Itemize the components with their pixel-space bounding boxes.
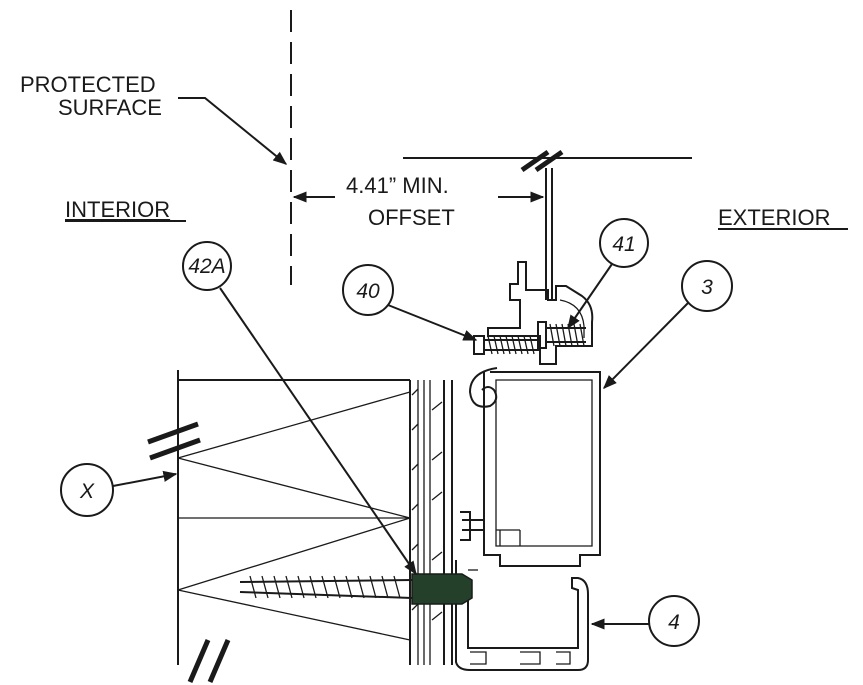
callout-x-text: X	[79, 480, 95, 503]
frame-web-detail	[499, 530, 521, 546]
protected-surface-leader	[178, 97, 288, 165]
break-mark-bottom-b	[207, 639, 231, 683]
callout-4-text: 4	[668, 611, 680, 634]
substrate-diag-3	[177, 517, 411, 591]
substrate-diag-1	[177, 457, 411, 519]
anchor-threads	[249, 575, 401, 599]
wall-substrate	[177, 370, 411, 665]
callout-42a-bubble	[182, 241, 232, 291]
substrate-diag-4	[177, 589, 411, 641]
screw-40-head	[473, 335, 485, 355]
callout-3-text: 3	[701, 276, 713, 299]
main-frame-inner-wall	[495, 379, 593, 547]
protected-surface-label-line1: PROTECTED	[20, 72, 156, 97]
break-mark-bottom-a	[187, 639, 211, 683]
panel-plies	[409, 380, 453, 665]
callout-3-bubble	[681, 260, 733, 312]
screw-40-threads	[487, 335, 535, 355]
protected-surface-label-line2: SURFACE	[58, 95, 162, 120]
ply-hatching	[411, 388, 443, 621]
exterior-label: EXTERIOR	[718, 205, 830, 230]
callout-41-text: 41	[612, 233, 635, 256]
callout-3-leader	[603, 302, 689, 389]
break-mark-top-a	[520, 149, 550, 173]
screw-40	[473, 335, 540, 355]
bead-inner-curve	[559, 299, 585, 338]
callout-x-leader	[112, 470, 178, 487]
sill-extrusion-legs	[470, 651, 571, 665]
anchor-screw-42a	[239, 573, 473, 605]
callout-41-bubble	[599, 218, 649, 268]
anchor-shank-bottom	[239, 591, 413, 599]
screw-41	[537, 321, 586, 349]
break-mark-left-b	[149, 437, 201, 461]
setting-clip	[460, 511, 484, 541]
substrate-diag-2	[177, 391, 411, 459]
callout-42a-leader	[219, 287, 417, 576]
offset-label-line1: 4.41” MIN.	[346, 173, 449, 198]
callout-40-leader	[387, 304, 478, 341]
anchor-shank-top	[239, 579, 413, 583]
interior-label: INTERIOR	[65, 197, 170, 222]
glazing-bead-extrusion	[487, 261, 594, 365]
anchor-screw-head	[411, 573, 473, 605]
callout-41-leader	[567, 263, 613, 330]
callout-40-bubble	[342, 264, 394, 316]
sill-extrusion	[455, 560, 589, 671]
break-mark-top-b	[534, 149, 564, 173]
offset-label-line2: OFFSET	[368, 205, 455, 230]
break-mark-left-a	[147, 421, 199, 445]
callout-x-bubble	[60, 463, 114, 517]
callout-4-bubble	[648, 595, 700, 647]
screw-41-head	[537, 321, 547, 349]
callout-40-text: 40	[356, 280, 380, 303]
snap-hook-curl	[468, 367, 498, 408]
callout-42a-text: 42A	[188, 255, 225, 278]
main-frame-extrusion	[483, 371, 601, 567]
screw-41-threads	[549, 323, 585, 347]
